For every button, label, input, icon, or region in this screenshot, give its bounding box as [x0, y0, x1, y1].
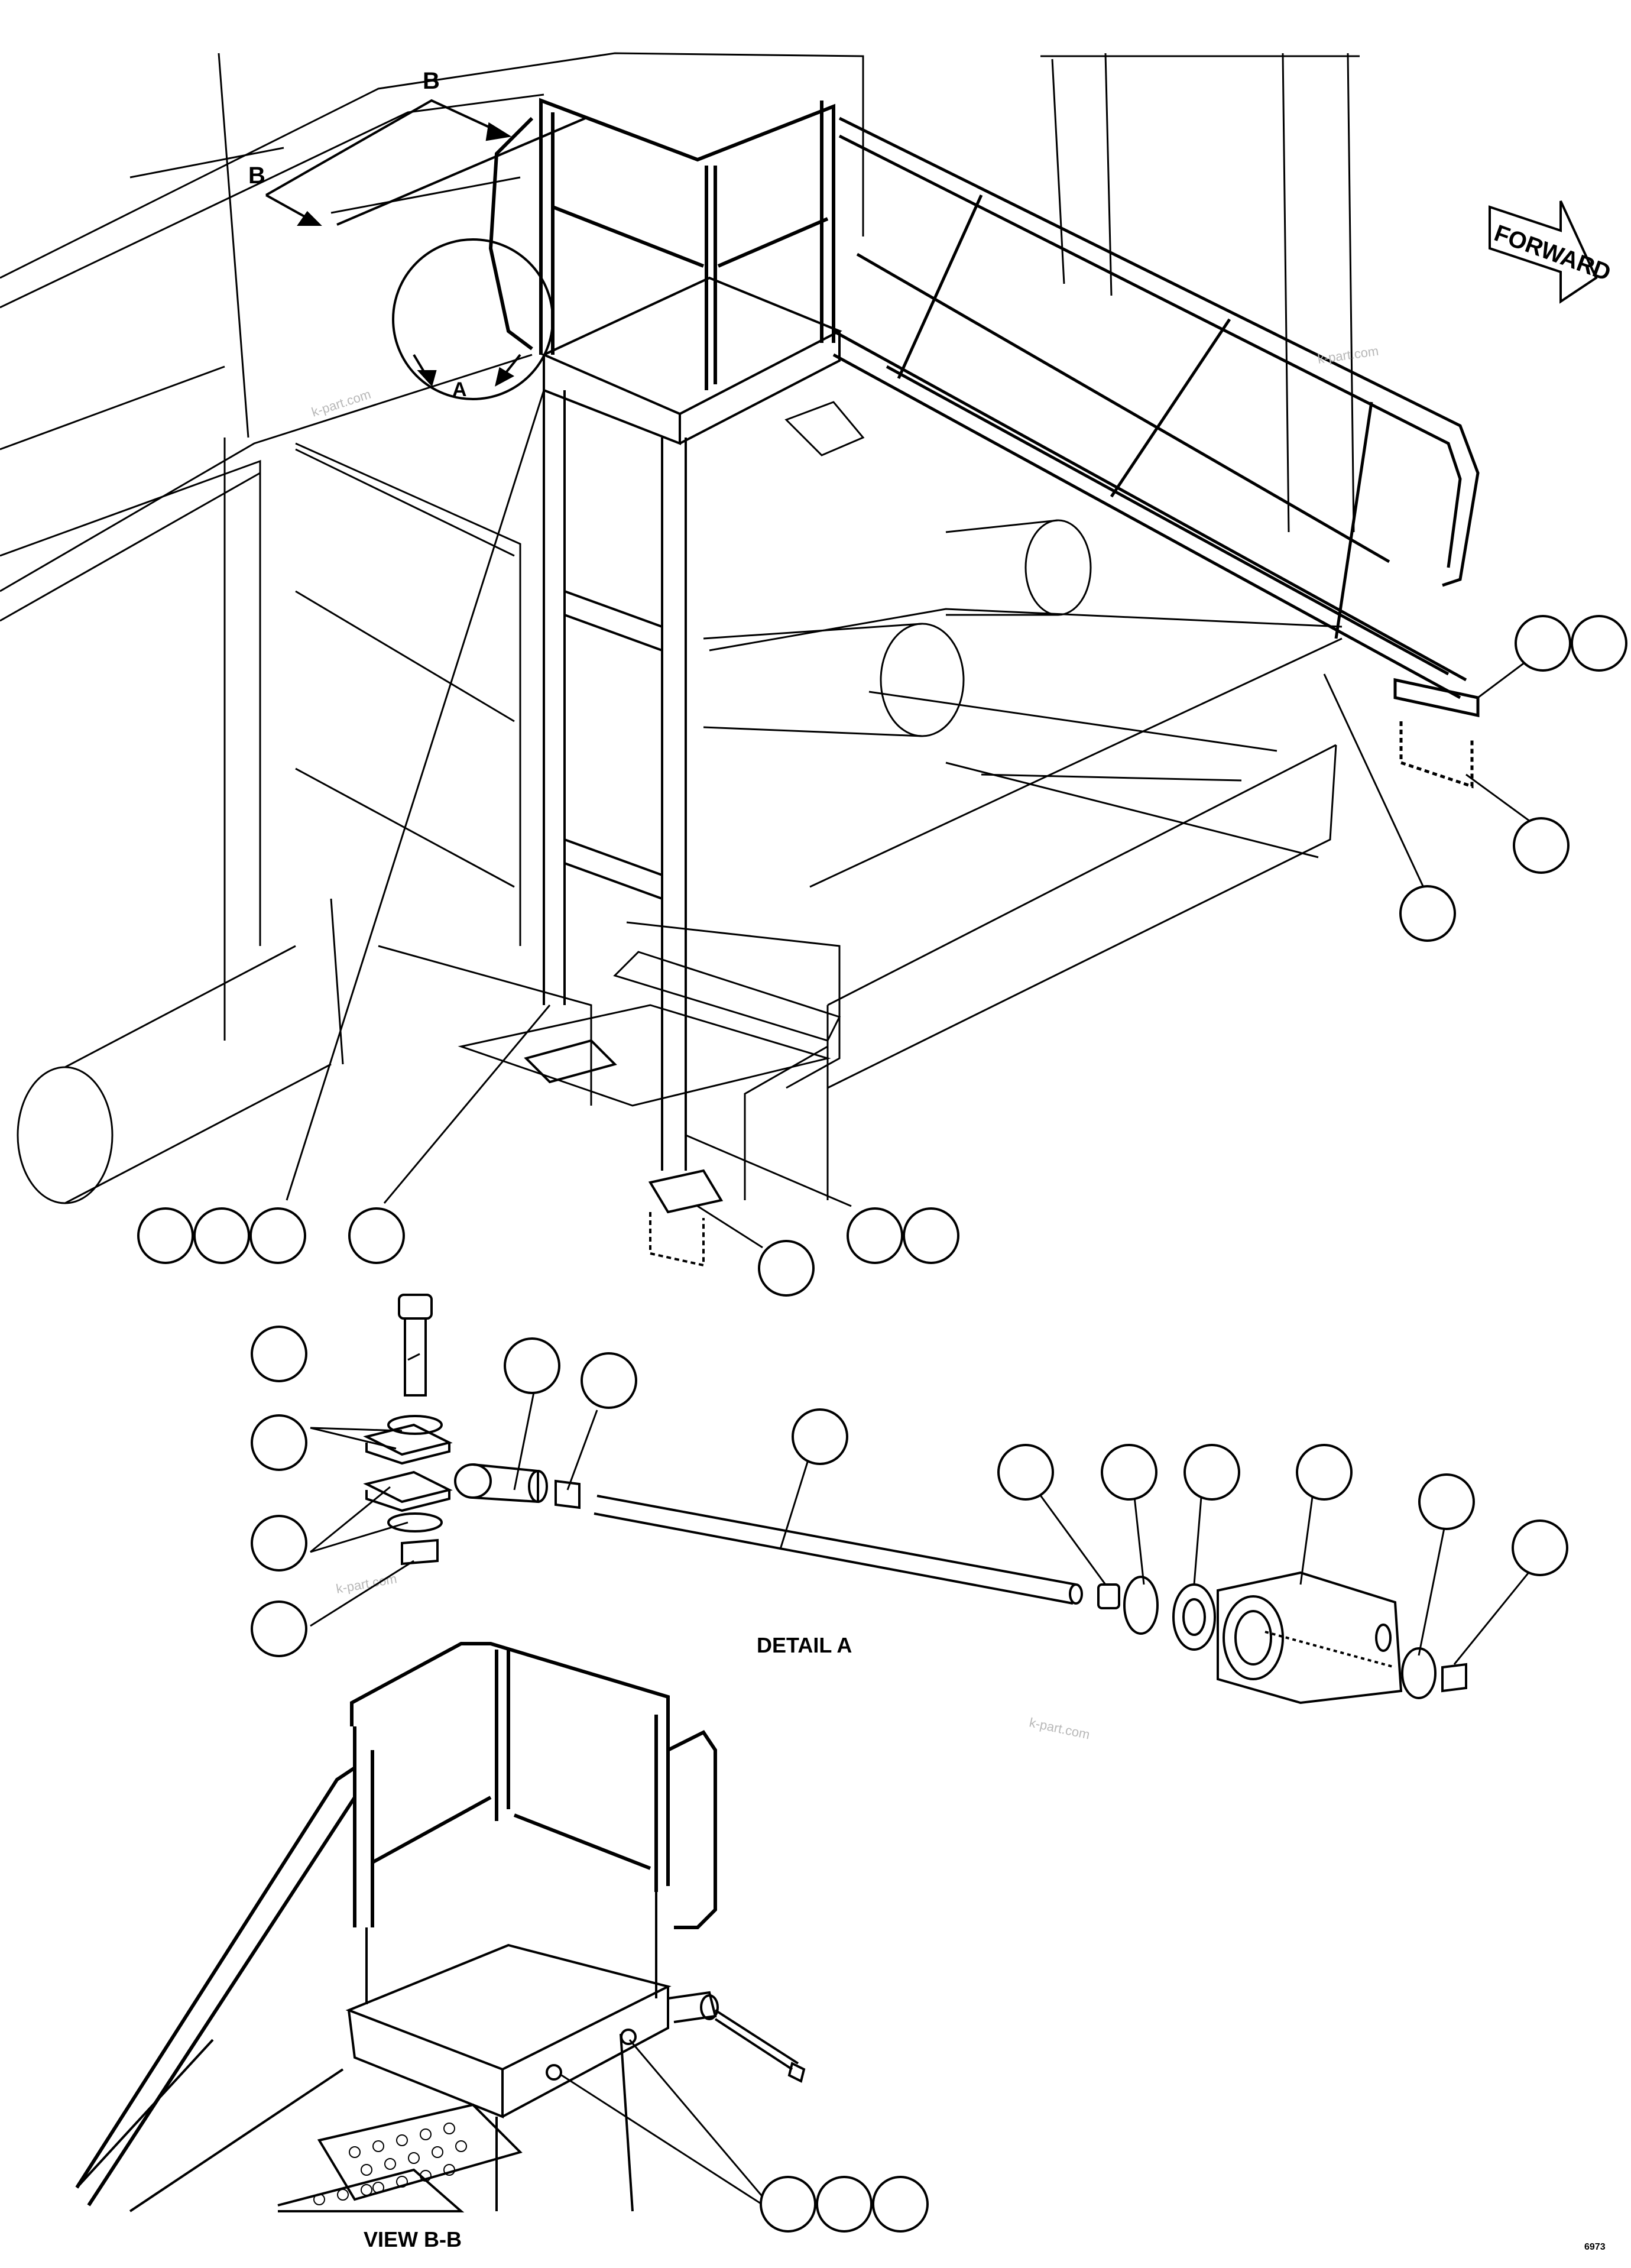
view-b-b-rod	[546, 1991, 806, 2083]
callout-balloon	[816, 2176, 873, 2233]
callout-balloon	[1515, 615, 1571, 672]
view-b-b-title: VIEW B-B	[364, 2227, 462, 2251]
callout-balloon	[760, 2176, 816, 2233]
forward-label: FORWARD	[1491, 220, 1614, 286]
bolt	[398, 1294, 433, 1397]
watermark: k-part.com	[335, 1571, 398, 1596]
cylinder-tank	[703, 519, 1092, 737]
callout-balloon	[251, 1515, 307, 1572]
forward-arrow	[1489, 200, 1598, 304]
callout-balloon	[251, 1414, 307, 1471]
detail-a-view: k-part.com k-part.com DETAIL A	[335, 1294, 1467, 1742]
platform	[541, 276, 842, 445]
section-b-arrows	[265, 99, 586, 226]
ladder-tower	[524, 390, 724, 1267]
leader-lines	[286, 390, 1544, 2215]
callout-balloon	[348, 1207, 405, 1264]
step-tread	[784, 401, 865, 456]
callout-balloon	[1183, 1444, 1240, 1501]
platform-guard-rail	[488, 98, 835, 390]
callout-balloon	[1399, 885, 1456, 942]
callout-balloon	[1101, 1444, 1157, 1501]
callout-balloon	[193, 1207, 250, 1264]
callout-balloon	[903, 1207, 959, 1264]
callout-balloon	[997, 1444, 1054, 1501]
roller-drum	[17, 898, 344, 1204]
callout-balloon	[1513, 817, 1570, 874]
callout-balloon	[1418, 1473, 1475, 1530]
machine-body	[0, 52, 1360, 1200]
section-b-label-left: B	[248, 163, 265, 189]
detail-a-marker	[392, 238, 554, 400]
clamp-plate	[363, 1415, 453, 1532]
callout-balloon	[1512, 1519, 1568, 1576]
nut	[401, 1538, 439, 1566]
stairway	[832, 116, 1480, 789]
callout-balloon	[1571, 615, 1627, 672]
callout-balloons	[137, 615, 1627, 2233]
stabilizer-rod	[594, 1495, 1083, 1605]
callout-balloon	[504, 1337, 560, 1394]
section-b-label-right: B	[423, 68, 440, 94]
callout-balloon	[137, 1207, 194, 1264]
detail-a-letter: A	[452, 378, 467, 401]
callout-balloon	[758, 1240, 815, 1297]
view-b-b-platform	[345, 1892, 672, 2212]
watermark: k-part.com	[1028, 1715, 1091, 1742]
view-b-b-stairs	[76, 2039, 523, 2212]
callout-balloon	[847, 1207, 903, 1264]
callout-balloon	[792, 1408, 848, 1465]
callout-balloon	[251, 1326, 307, 1382]
bearing-bracket	[1097, 1571, 1467, 1705]
watermark: k-part.com	[310, 387, 373, 420]
rod-end-bearing	[454, 1463, 581, 1509]
watermark: k-part.com	[1317, 344, 1379, 367]
callout-balloon	[249, 1207, 306, 1264]
drawing-number: 6973	[1584, 2242, 1606, 2252]
callout-balloon	[251, 1600, 307, 1657]
callout-balloon	[1296, 1444, 1353, 1501]
callout-balloon	[581, 1352, 637, 1409]
view-b-b-guard-rail	[75, 1642, 717, 2207]
callout-balloon	[872, 2176, 929, 2233]
main-assembly-view: B B A	[0, 52, 1614, 1267]
view-b-b: VIEW B-B 6973	[75, 1642, 1606, 2252]
floor-plate	[458, 951, 841, 1107]
detail-a-title: DETAIL A	[757, 1633, 852, 1657]
